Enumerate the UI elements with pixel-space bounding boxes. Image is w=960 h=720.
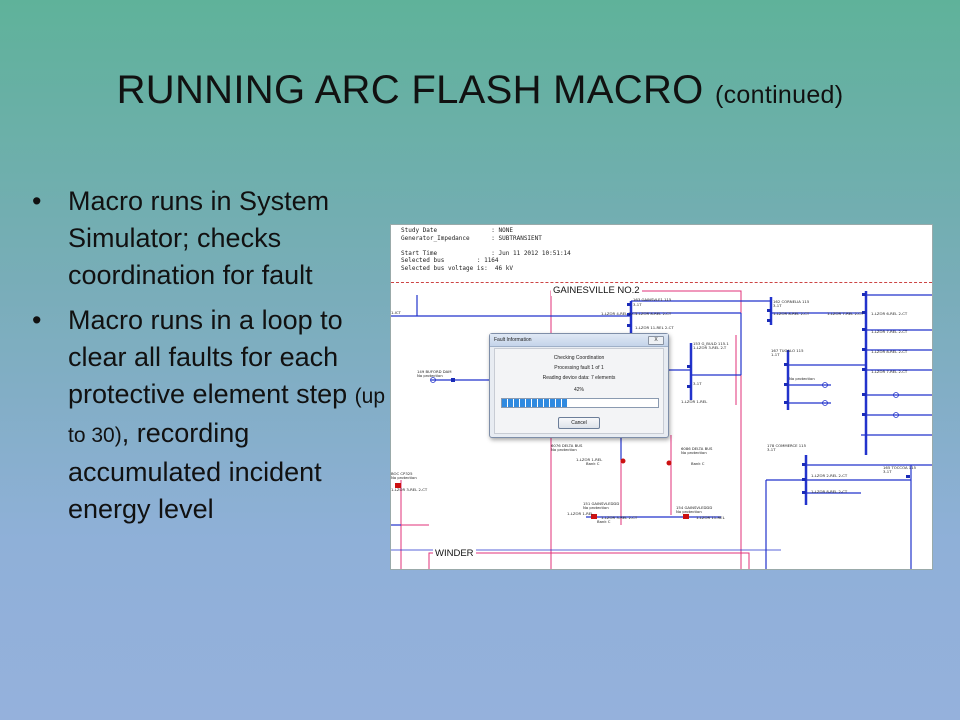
node-label: Bank C — [586, 461, 600, 466]
node-label: 1-LZOR 3-REL 2-T — [693, 345, 727, 350]
node-label: 163 GAINSVLE1 115 — [633, 297, 672, 302]
progress-bar — [501, 398, 659, 408]
header-row: Selected bus : 1164 — [401, 257, 499, 265]
node-label: 162 CORNELIA 115 — [773, 299, 810, 304]
node-label: 1-LZOR 1-REL — [567, 511, 594, 516]
bullet-small-text: (up to 30) — [68, 385, 386, 447]
device-symbols — [451, 293, 910, 494]
node-label: No protection — [681, 450, 707, 455]
bullet-text: Macro runs in System Simulator; checks c… — [68, 186, 330, 290]
bus-label-winder: WINDER — [433, 548, 476, 559]
progress-fill — [502, 399, 568, 407]
node-label: 1-LZOR 11-REL — [696, 515, 726, 520]
dialog-title: Fault Information — [494, 337, 532, 343]
bullet-dot-icon: • — [32, 305, 42, 335]
node-label: 6076 DELTA BUS — [551, 443, 583, 448]
node-labels: 163 GAINSVLE1 115 3-1T 1-LZOR 4-REL 2-CT… — [391, 297, 917, 524]
system-simulator-screenshot: Study Date : NONE Generator_Impedance : … — [390, 224, 933, 570]
header-row: Selected bus voltage is: 46 kV — [401, 264, 513, 272]
node-label: 1-LZOR 2-REL 2-CT — [811, 473, 848, 478]
node-label: 151 GAINSVLEDDD — [583, 501, 619, 506]
bullet-item: • Macro runs in System Simulator; checks… — [30, 183, 385, 294]
node-label: 1-LZOR 8-REL 2-CT — [635, 311, 672, 316]
node-label: 154 GAINSVLEDDD — [676, 505, 712, 510]
node-label: Bank C — [597, 519, 611, 524]
node-label: 1-LZOR 7-REL 2-CT — [871, 329, 908, 334]
node-label: 1-LZOR 4-REL 2-CT — [601, 311, 638, 316]
progress-percent: 42% — [573, 387, 584, 393]
node-label: 149 BUFORD DAM — [417, 369, 452, 374]
dialog-title-bar: Fault Information X — [490, 334, 668, 347]
node-label: 1-LZOR 1-REL — [681, 399, 708, 404]
node-label: 1-LZOR 3-REL 2-CT — [601, 515, 638, 520]
cancel-button[interactable]: Cancel — [558, 417, 600, 429]
node-label: 1-LZOR 11-REL 2-CT — [635, 325, 674, 330]
node-label: No protection — [551, 447, 577, 452]
slide-title-sub: (continued) — [715, 81, 844, 109]
close-icon[interactable]: X — [648, 336, 664, 345]
study-header: Study Date : NONE Generator_Impedance : … — [391, 225, 932, 281]
status-reading: Reading device data: 7 elements — [542, 375, 616, 381]
node-label: 1-LZOR 6-REL 2-CT — [871, 311, 908, 316]
bullet-text-cont: , recording accumulated incident energy … — [68, 418, 322, 524]
node-label: 3-1T — [773, 303, 782, 308]
node-label: 1-LZOR 8-REL 2-CT — [773, 311, 810, 316]
slide-title-main: RUNNING ARC FLASH MACRO — [116, 68, 704, 112]
open-circles — [430, 377, 899, 418]
bullet-text: Macro runs in a loop to clear all faults… — [68, 305, 355, 409]
fault-devices — [395, 458, 689, 519]
header-row: Generator_Impedance : SUBTRANSIENT — [401, 234, 542, 242]
node-label: No protection — [583, 505, 609, 510]
node-label: 167 TUGALO 115 — [771, 348, 804, 353]
status-processing: Processing fault 1 of 1 — [554, 365, 604, 371]
node-label: 1-LZOR 3-REL 2-CT — [391, 487, 428, 492]
header-row: Start Time : Jun 11 2012 10:51:14 — [401, 249, 571, 257]
node-label: No protection — [391, 475, 417, 480]
winder-boundary — [428, 552, 750, 569]
node-label: Bank C — [691, 461, 705, 466]
node-label: 1-LZOR 8-REL 2-CT — [871, 349, 908, 354]
node-label: 1-LZOR 8-REL 2-CT — [811, 489, 848, 494]
node-label: 3-1T — [693, 381, 702, 386]
node-label: 1-LZOR 7-REL 2-CT — [871, 369, 908, 374]
node-label: No protection — [676, 509, 702, 514]
node-label: 178 COMMERCE 115 — [767, 443, 807, 448]
bullet-dot-icon: • — [32, 186, 42, 216]
node-label: 1-LZOR 7-REL 2-CT — [827, 311, 864, 316]
slide-title: RUNNING ARC FLASH MACRO (continued) — [0, 68, 960, 113]
node-label: No protection — [417, 373, 443, 378]
status-checking: Checking Coordination — [553, 355, 605, 361]
bullet-list: • Macro runs in System Simulator; checks… — [30, 183, 385, 536]
node-label: 1-LZOR 1-REL — [576, 457, 603, 462]
node-label: 165 TOCCOA 115 — [883, 465, 917, 470]
bullet-item: • Macro runs in a loop to clear all faul… — [30, 302, 385, 528]
node-label: 153 G_BULD 115.1 — [693, 341, 729, 346]
bus-label-gainesville: GAINESVILLE NO.2 — [551, 285, 642, 296]
node-label: 6086 DELTA BUS — [681, 446, 713, 451]
node-label: 3-1T — [883, 469, 892, 474]
header-separator — [391, 282, 932, 283]
header-row: Study Date : NONE — [401, 227, 513, 234]
node-label: No protection — [789, 376, 815, 381]
node-label: 3-1T — [767, 447, 776, 452]
node-label: 3-1T — [633, 302, 642, 307]
node-label: 1-1T — [771, 352, 780, 357]
dialog-body: Checking Coordination Processing fault 1… — [494, 348, 664, 434]
node-label: 1-ICT — [391, 310, 402, 315]
fault-information-dialog: Fault Information X Checking Coordinatio… — [489, 333, 669, 438]
node-label: BOC CP325 — [391, 471, 413, 476]
